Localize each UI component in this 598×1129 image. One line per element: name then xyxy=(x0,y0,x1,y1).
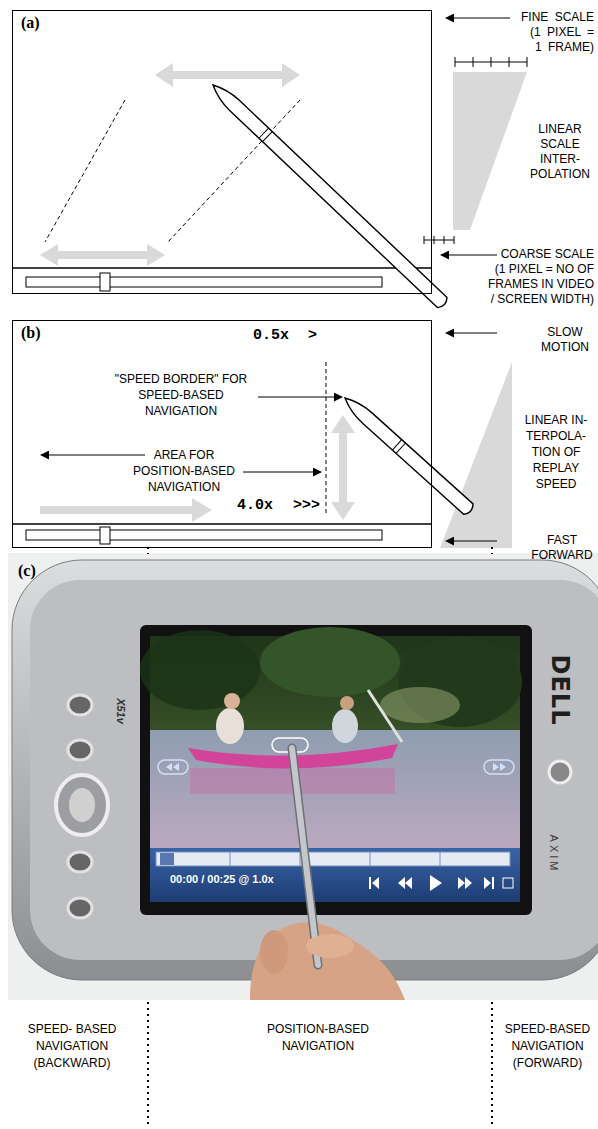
stylus-body xyxy=(208,80,449,310)
forward-overlay-icon xyxy=(493,763,506,771)
stylus-band xyxy=(259,128,272,142)
callout-label: FAST FORWARD xyxy=(530,533,594,563)
timeline-playhead xyxy=(160,853,174,865)
paddler xyxy=(332,709,358,743)
stylus-outline xyxy=(292,748,318,965)
screen-panel: (a) xyxy=(12,10,432,294)
zone-divider xyxy=(148,547,492,1126)
panel-tag: (a) xyxy=(21,14,40,32)
paddler-head xyxy=(340,696,354,710)
callout-label: "SPEED BORDER" FOR SPEED-BASED NAVIGATIO… xyxy=(111,371,251,419)
control-bar-line xyxy=(12,267,432,269)
playback-arrow xyxy=(40,498,212,522)
stylus xyxy=(340,393,475,516)
stylus xyxy=(292,748,318,965)
paddler-head xyxy=(224,693,240,709)
fine-drag-arrow xyxy=(155,63,300,87)
speed-readout: 0.5x xyxy=(253,327,289,344)
video-water xyxy=(150,730,520,850)
zone-label: SPEED- BASED NAVIGATION (BACKWARD) xyxy=(24,1021,120,1072)
paddler xyxy=(216,708,244,744)
hardware-button xyxy=(68,740,92,760)
time-readout: 00:00 / 00:25 @ 1.0x xyxy=(170,873,274,885)
video-light xyxy=(380,687,460,723)
speed-drag-arrow xyxy=(331,415,355,520)
screen-panel: (b) 0.5x > "SPEED BORDER" FOR SPEED-BASED N… xyxy=(12,320,432,548)
play-icon xyxy=(430,875,442,891)
player-control-bar xyxy=(150,848,520,902)
leader-arrow xyxy=(446,541,497,542)
speed-border-line xyxy=(326,362,327,515)
brand-logo: DELL xyxy=(546,655,574,726)
speed-interpolation-shape xyxy=(440,362,512,548)
model-name: X51v xyxy=(115,698,127,724)
projection-line xyxy=(168,100,300,242)
device-body xyxy=(12,560,598,980)
hardware-button xyxy=(68,695,92,715)
hardware-button xyxy=(68,898,92,918)
power-button xyxy=(549,761,571,783)
navigation-pad xyxy=(56,775,108,835)
speed-readout: 4.0x xyxy=(237,497,273,514)
coarse-drag-arrow xyxy=(40,244,165,266)
panel-tag: (b) xyxy=(21,324,41,342)
callout-label: LINEAR IN- TERPOLA- TION OF REPLAY SPEED xyxy=(518,412,594,492)
zone-label: SPEED-BASED NAVIGATION (FORWARD) xyxy=(500,1021,595,1072)
callout-label: FINE SCALE (1 PIXEL = 1 FRAME) xyxy=(520,10,594,55)
leader-arrow xyxy=(258,397,342,398)
speed-chevron: > xyxy=(308,327,317,344)
hand xyxy=(250,922,405,1000)
speed-chevron: >>> xyxy=(293,497,320,514)
slider-thumb xyxy=(100,273,110,291)
hardware-button xyxy=(68,852,92,872)
control-bar-line xyxy=(12,523,432,525)
stylus-body xyxy=(340,393,475,516)
leader-arrow xyxy=(441,255,497,256)
thumb xyxy=(260,930,288,974)
timeline-segments xyxy=(230,852,440,866)
callout-label: AREA FOR POSITION-BASED NAVIGATION xyxy=(124,447,244,495)
rewind-overlay-button xyxy=(158,760,188,774)
slider-thumb xyxy=(100,527,110,544)
leader-arrow xyxy=(41,455,145,456)
video-trees xyxy=(140,630,260,710)
rewind-overlay-icon xyxy=(166,763,179,771)
panel-tag: (c) xyxy=(18,562,36,580)
leader-arrow xyxy=(446,18,510,19)
coarse-ruler xyxy=(424,236,454,244)
stylus xyxy=(208,80,449,310)
grid-icon xyxy=(503,878,513,888)
player-timeline xyxy=(156,852,510,866)
projection-line xyxy=(45,100,125,242)
paddle xyxy=(368,690,402,742)
skip-back-icon xyxy=(369,877,379,889)
video-trees xyxy=(260,627,400,697)
navigation-pad-center xyxy=(69,788,95,822)
zone-label: POSITION-BASED NAVIGATION xyxy=(258,1021,378,1055)
screen-bezel xyxy=(140,625,532,915)
skip-forward-icon xyxy=(484,877,494,889)
leader-arrow xyxy=(243,472,321,473)
product-name: AXIM xyxy=(548,835,560,874)
leader-arrow xyxy=(446,333,497,334)
fine-ruler xyxy=(455,57,527,67)
stylus-band xyxy=(392,440,405,454)
rewind-icon xyxy=(398,877,412,889)
fast-forward-icon xyxy=(458,877,472,889)
callout-label: LINEAR SCALE INTER- POLATION xyxy=(525,122,595,182)
callout-label: COARSE SCALE (1 PIXEL = NO OF FRAMES IN … xyxy=(488,247,594,307)
forward-overlay-button xyxy=(484,760,514,774)
scale-interpolation-shape xyxy=(453,72,527,230)
slider-track xyxy=(26,530,382,540)
callout-label: SLOW MOTION xyxy=(535,325,595,355)
finger xyxy=(306,934,354,958)
slider-track xyxy=(26,277,382,287)
